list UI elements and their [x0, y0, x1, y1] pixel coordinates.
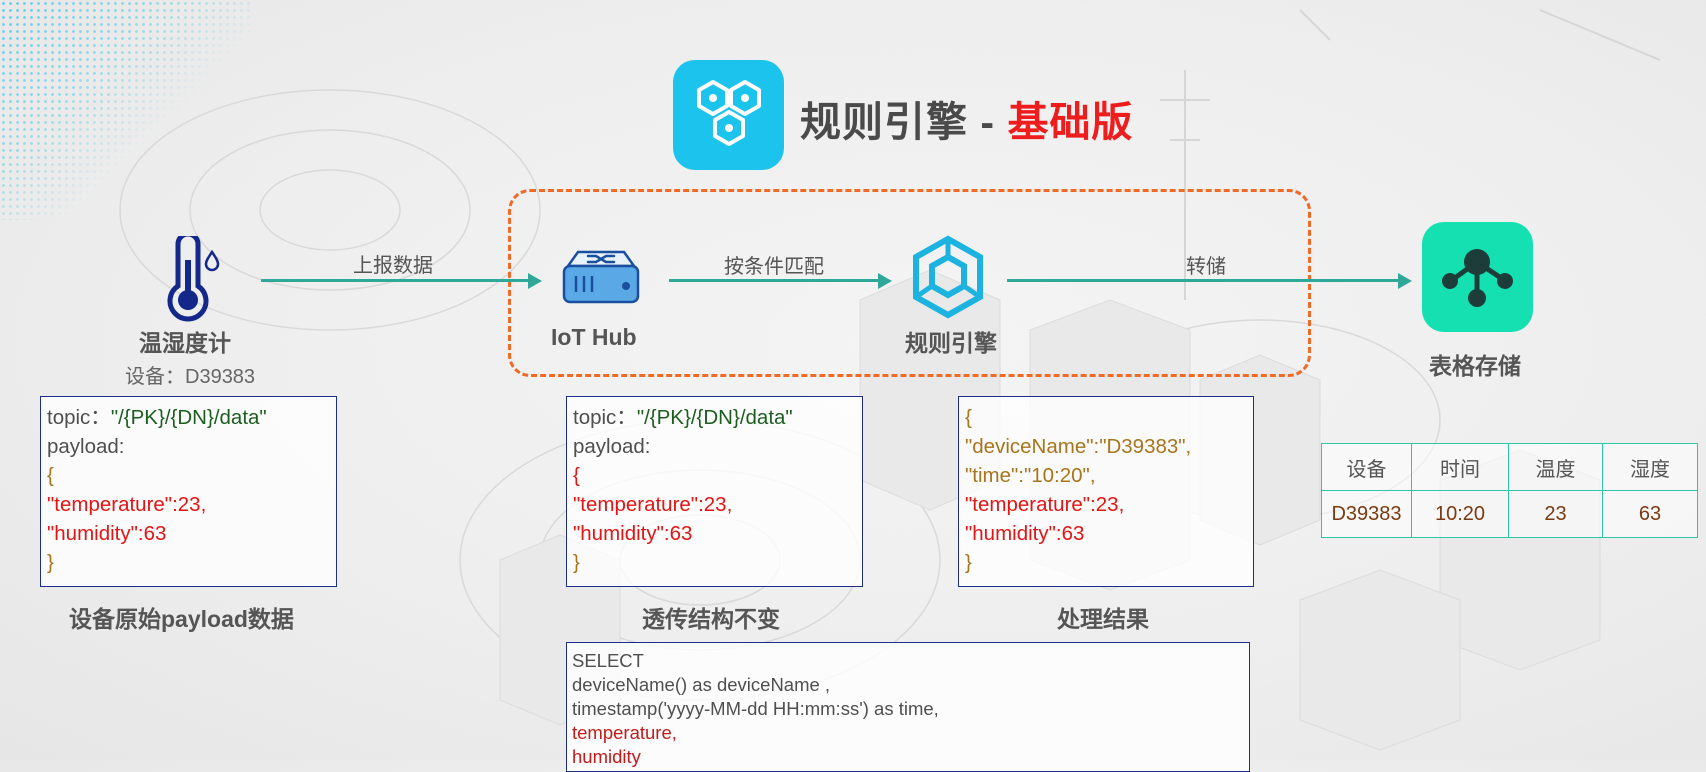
- sql-line-5: humidity: [572, 746, 641, 767]
- raw-temperature: "temperature":23,: [47, 493, 207, 516]
- result-temperature: "temperature":23,: [965, 493, 1125, 516]
- table-header-cell: 湿度: [1602, 443, 1698, 491]
- engine-label: 规则引擎: [905, 330, 997, 356]
- passthrough-caption: 透传结构不变: [642, 606, 780, 632]
- raw-payload-box: topic："/{PK}/{DN}/data" payload: { "temp…: [40, 396, 337, 587]
- arrow-match-head: [878, 273, 892, 289]
- pass-humidity: "humidity":63: [573, 522, 693, 545]
- pass-open-brace: {: [573, 464, 580, 487]
- raw-close-brace: }: [47, 551, 54, 574]
- sql-line-3: timestamp('yyyy-MM-dd HH:mm:ss') as time…: [572, 698, 939, 719]
- pass-close-brace: }: [573, 551, 580, 574]
- passthrough-payload-box: topic："/{PK}/{DN}/data" payload: { "temp…: [566, 396, 863, 587]
- hexagon-cube-icon: [913, 235, 983, 319]
- raw-humidity: "humidity":63: [47, 522, 167, 545]
- sensor-label: 温湿度计: [139, 330, 231, 356]
- page-title-accent: 基础版: [1007, 99, 1134, 145]
- router-icon: [562, 250, 640, 304]
- hub-label: IoT Hub: [551, 324, 637, 350]
- storage-table: 设备 时间 温度 湿度 D39383 10:20 23 63: [1321, 443, 1698, 538]
- result-close-brace: }: [965, 551, 972, 574]
- network-node-icon: [1442, 249, 1513, 307]
- raw-topic-value: "/{PK}/{DN}/data": [110, 406, 267, 429]
- table-row: D39383 10:20 23 63: [1321, 490, 1698, 538]
- pass-topic-value: "/{PK}/{DN}/data": [636, 406, 793, 429]
- edge-label-report: 上报数据: [353, 255, 433, 277]
- table-cell: 23: [1508, 490, 1603, 538]
- raw-payload-caption: 设备原始payload数据: [69, 606, 294, 632]
- result-caption: 处理结果: [1057, 606, 1149, 632]
- pass-payload-key: payload:: [573, 435, 651, 458]
- table-header-cell: 温度: [1508, 443, 1603, 491]
- edge-label-match: 按条件匹配: [724, 256, 824, 278]
- result-payload-box: { "deviceName":"D39383", "time":"10:20",…: [958, 396, 1254, 587]
- edge-label-store: 转储: [1186, 256, 1226, 278]
- thermometer-icon: [167, 236, 220, 322]
- sql-query-box: SELECT deviceName() as deviceName , time…: [566, 642, 1250, 772]
- storage-label: 表格存储: [1429, 353, 1521, 379]
- arrow-store: [1007, 279, 1402, 282]
- sql-line-2: deviceName() as deviceName ,: [572, 674, 831, 695]
- page-title: 规则引擎 - 基础版: [800, 99, 1134, 145]
- table-header-cell: 设备: [1321, 443, 1412, 491]
- arrow-report: [261, 279, 531, 282]
- sql-line-1: SELECT: [572, 650, 644, 671]
- table-cell: 10:20: [1411, 490, 1509, 538]
- result-open-brace: {: [965, 406, 972, 429]
- sensor-device-id: 设备：D39383: [125, 366, 256, 388]
- table-header-cell: 时间: [1411, 443, 1509, 491]
- hexagon-cluster-icon: [697, 80, 761, 146]
- raw-open-brace: {: [47, 464, 54, 487]
- rule-engine-logo-tile: [673, 60, 784, 170]
- arrow-match: [669, 279, 881, 282]
- result-time: "time":"10:20",: [965, 464, 1096, 487]
- raw-payload-key: payload:: [47, 435, 125, 458]
- table-cell: 63: [1602, 490, 1698, 538]
- arrow-store-head: [1398, 273, 1412, 289]
- table-cell: D39383: [1321, 490, 1412, 538]
- rule-engine-boundary: [508, 189, 1311, 377]
- pass-topic-key: topic：: [573, 406, 637, 429]
- sql-line-4: temperature,: [572, 722, 677, 743]
- pass-temperature: "temperature":23,: [573, 493, 733, 516]
- result-humidity: "humidity":63: [965, 522, 1085, 545]
- result-device-name: "deviceName":"D39383",: [965, 435, 1192, 458]
- storage-tile: [1422, 222, 1533, 332]
- arrow-report-head: [528, 273, 542, 289]
- raw-topic-key: topic：: [47, 406, 111, 429]
- storage-table-header: 设备 时间 温度 湿度: [1321, 443, 1698, 491]
